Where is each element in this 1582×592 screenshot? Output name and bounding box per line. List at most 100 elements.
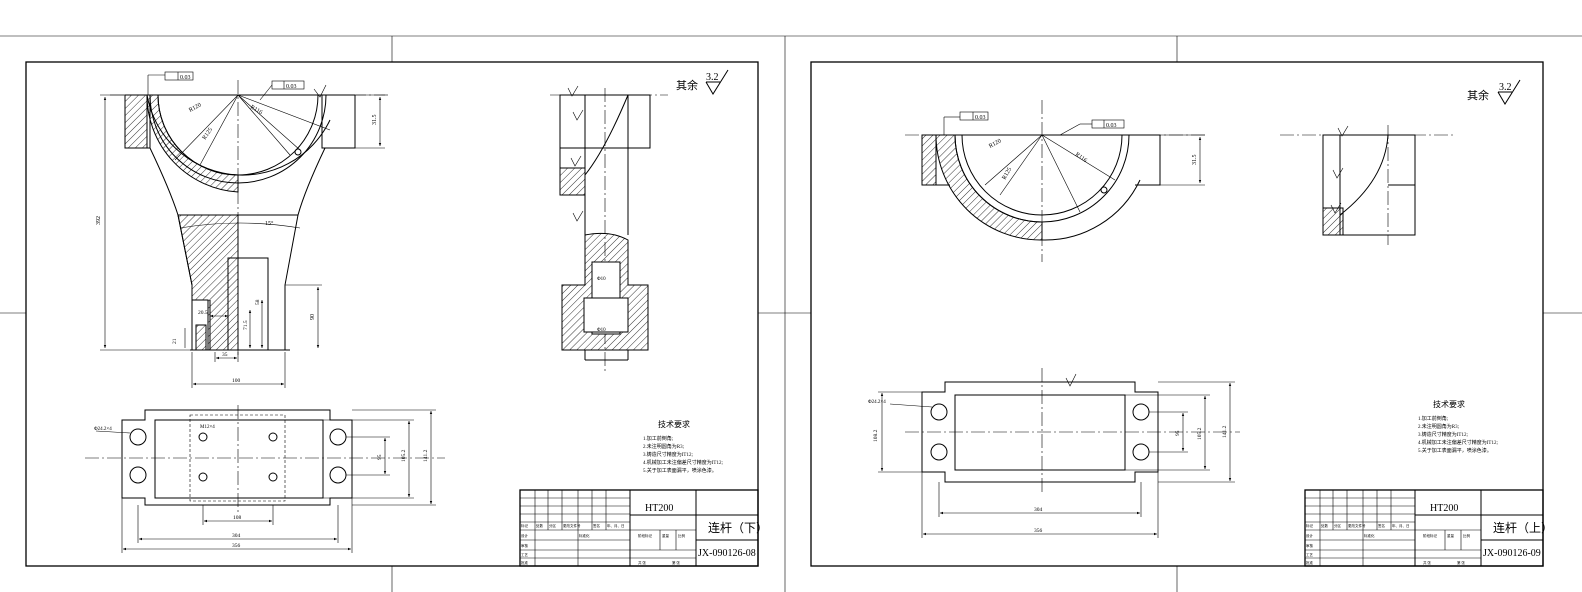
tb2-label-3: 更改文件号 bbox=[1348, 523, 1366, 528]
side-view: Φ10 Φ10 bbox=[550, 85, 668, 372]
tb-label-1: 处数 bbox=[536, 523, 544, 528]
top-dim-108-2: 108.2 bbox=[873, 429, 879, 442]
note-1: 1.加工前倒角; bbox=[643, 435, 673, 442]
side-dim-phi10-b: Φ10 bbox=[597, 328, 606, 333]
tol-box-1: 0.03 bbox=[180, 75, 191, 81]
note-1-2: 1.加工前倒角; bbox=[1418, 415, 1448, 422]
dim-90: 90 bbox=[310, 314, 316, 320]
top-dim-105-2: 105.2 bbox=[401, 449, 407, 462]
bolt-holes-label: Φ24.2×4 bbox=[94, 427, 112, 432]
tol-box-4: 0.03 bbox=[1106, 123, 1117, 129]
note-4: 4.机械加工未注偏差尺寸精度为IT12; bbox=[643, 459, 723, 466]
tb2-label-15: 第 张 bbox=[1457, 560, 1465, 565]
title-block-2: HT200 连杆（上） JX-090126-09 标记 处数 分区 更改文件号 … bbox=[1304, 489, 1553, 567]
sheet-left: 0.03 0.03 R120 R116 R125 15° 392 31.5 bbox=[0, 35, 786, 592]
material-2: HT200 bbox=[1430, 503, 1458, 514]
part-name-2: 连杆（上） bbox=[1493, 520, 1553, 535]
tb-label-10: 比例 bbox=[678, 533, 686, 538]
thread-label: M12×4 bbox=[200, 425, 215, 430]
tb-label-12: 工艺 bbox=[521, 552, 529, 557]
roughness-symbol bbox=[705, 69, 729, 95]
tol-box-3: 0.03 bbox=[975, 115, 986, 121]
tb-label-11: 审核 bbox=[521, 543, 529, 548]
drawing-border bbox=[25, 61, 759, 567]
top-dim-304: 304 bbox=[232, 533, 241, 539]
angle-15: 15° bbox=[265, 220, 274, 227]
top-dim-95: 95 bbox=[377, 454, 383, 460]
top-dim-141-2-2: 141.2 bbox=[1222, 425, 1228, 438]
radius-r120-2: R120 bbox=[988, 138, 1002, 149]
tb-label-14: 共 张 bbox=[638, 560, 646, 565]
drawing-border-2 bbox=[810, 61, 1544, 567]
rest-label-2: 其余 bbox=[1467, 88, 1489, 102]
dim-31-5: 31.5 bbox=[372, 115, 378, 126]
drawing-number-2: JX-090126-09 bbox=[1483, 548, 1541, 559]
top-dim-356-2: 356 bbox=[1034, 528, 1043, 534]
top-dim-95-2: 95 bbox=[1175, 430, 1181, 436]
dim-392: 392 bbox=[96, 216, 102, 225]
dim-20-5: 20.5 bbox=[198, 310, 208, 316]
top-dim-304-2: 304 bbox=[1034, 507, 1043, 513]
note-5-2: 5.关于加工表面漏平，喷涂色漆。 bbox=[1418, 447, 1492, 454]
tb-label-8: 阶段标记 bbox=[638, 533, 652, 538]
drawing-number: JX-090126-08 bbox=[698, 548, 756, 559]
front-view-2: 0.03 0.03 R120 R116 R125 31.5 bbox=[905, 100, 1205, 262]
side-view-2 bbox=[1280, 125, 1455, 245]
roughness-value: 3.2 bbox=[706, 72, 719, 83]
tb2-label-0: 标记 bbox=[1306, 523, 1314, 528]
title-block: HT200 连杆（下） JX-090126-08 标记 处数 分区 更改文件号 … bbox=[519, 489, 768, 567]
top-dim-105-2-2: 105.2 bbox=[1197, 427, 1203, 440]
tb2-label-8: 阶段标记 bbox=[1423, 533, 1438, 538]
note-2-2: 2.未注明圆角为R3; bbox=[1418, 423, 1459, 430]
notes-title: 技术要求 bbox=[658, 419, 690, 429]
tb-label-6: 设计 bbox=[521, 533, 529, 538]
tb-label-9: 重量 bbox=[662, 533, 670, 538]
tb2-label-2: 分区 bbox=[1334, 523, 1342, 528]
material: HT200 bbox=[645, 503, 673, 514]
tb2-label-4: 签名 bbox=[1378, 523, 1385, 528]
tb2-label-7: 标准化 bbox=[1364, 533, 1375, 538]
tb-label-3: 更改文件号 bbox=[563, 523, 581, 528]
dim-35: 35 bbox=[222, 352, 228, 358]
dim-31-5-2: 31.5 bbox=[1192, 155, 1198, 166]
note-3: 3.铸造尺寸精度为IT12; bbox=[643, 451, 693, 458]
tb-label-4: 签名 bbox=[593, 523, 600, 528]
tb2-label-14: 共 张 bbox=[1423, 560, 1431, 565]
note-3-2: 3.铸造尺寸精度为IT12; bbox=[1418, 431, 1468, 438]
sheet-right: 0.03 0.03 R120 R116 R125 31.5 bbox=[785, 35, 1582, 592]
tb-label-7: 标准化 bbox=[579, 533, 590, 538]
top-view-2: Φ24.2×4 304 356 141.2 105.2 95 108.2 bbox=[868, 368, 1240, 538]
tb2-label-10: 比例 bbox=[1463, 533, 1471, 538]
tb2-label-12: 工艺 bbox=[1306, 552, 1314, 557]
dim-21: 21 bbox=[172, 338, 178, 344]
side-dim-phi10-a: Φ10 bbox=[597, 277, 606, 282]
dim-100: 100 bbox=[232, 378, 241, 384]
front-view: 0.03 0.03 R120 R116 R125 15° 392 31.5 bbox=[96, 71, 390, 388]
tb2-label-9: 重量 bbox=[1447, 533, 1455, 538]
top-dim-108: 108 bbox=[233, 515, 242, 521]
top-view: Φ24.2×4 M12×4 108 304 356 141.2 105.2 bbox=[85, 405, 445, 553]
dim-71-5: 71.5 bbox=[243, 320, 249, 330]
tb-label-5: 年、月、日 bbox=[607, 523, 625, 528]
note-2: 2.未注明圆角为R3; bbox=[643, 443, 684, 450]
radius-r120: R120 bbox=[188, 102, 202, 113]
tb-label-2: 分区 bbox=[549, 523, 557, 528]
tb-label-15: 第 张 bbox=[672, 560, 680, 565]
tb2-label-11: 审核 bbox=[1306, 543, 1314, 548]
dim-58: 58 bbox=[255, 299, 261, 305]
part-name: 连杆（下） bbox=[708, 520, 768, 535]
radius-r116: R116 bbox=[249, 105, 263, 117]
tb2-label-13: 批准 bbox=[1306, 560, 1314, 565]
rest-label: 其余 bbox=[676, 78, 698, 92]
note-5: 5.关于加工表面漏平，喷涂色漆。 bbox=[643, 467, 717, 474]
radius-r125: R125 bbox=[202, 127, 214, 141]
top-dim-356: 356 bbox=[232, 543, 241, 549]
notes-title-2: 技术要求 bbox=[1433, 399, 1465, 409]
tol-box-2: 0.03 bbox=[286, 84, 297, 90]
radius-r125-2: R125 bbox=[1002, 167, 1014, 181]
tb-label-0: 标记 bbox=[521, 523, 529, 528]
tb-label-13: 批准 bbox=[521, 560, 529, 565]
top-dim-141-2: 141.2 bbox=[423, 449, 429, 462]
note-4-2: 4.机械加工未注偏差尺寸精度为IT12; bbox=[1418, 439, 1498, 446]
